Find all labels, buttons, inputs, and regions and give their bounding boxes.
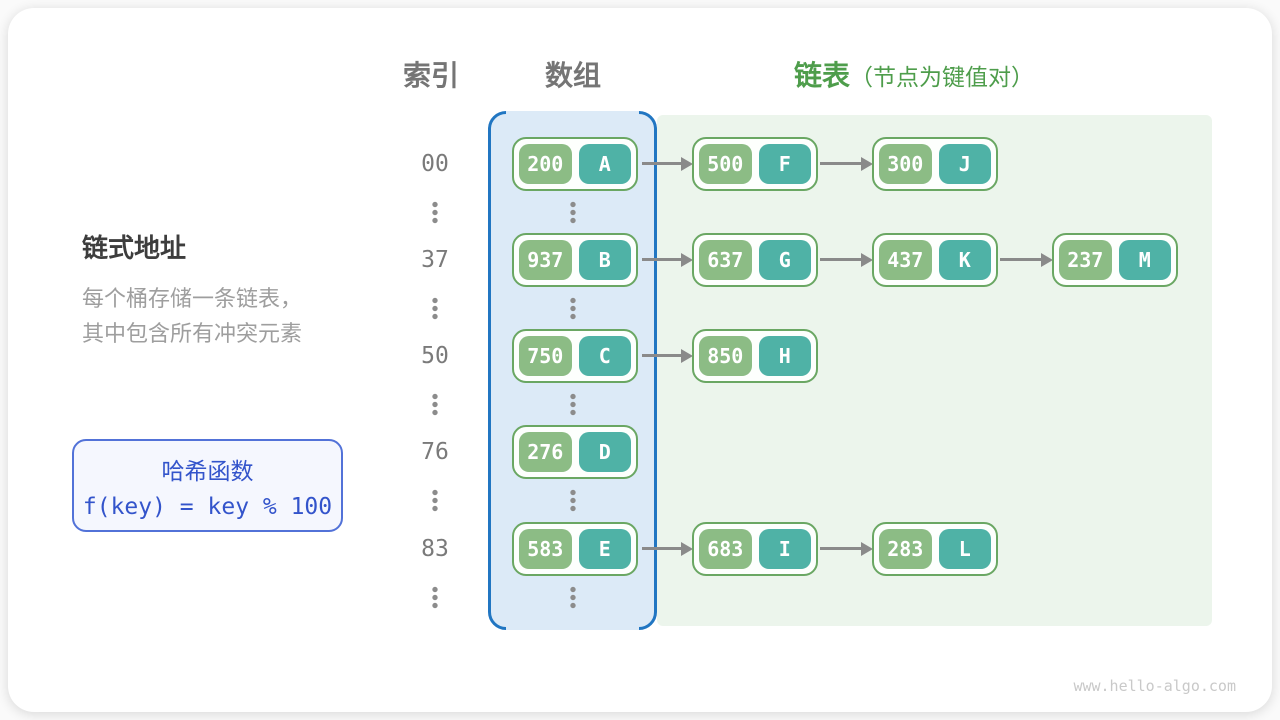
node-key: 276: [519, 432, 572, 472]
chain-node: 637 G: [692, 233, 818, 287]
bucket-node: 583 E: [512, 522, 638, 576]
node-key: 437: [879, 240, 932, 280]
ellipsis-icon: [432, 586, 438, 609]
ellipsis-icon: [570, 297, 576, 320]
index-label: 37: [421, 247, 449, 273]
hash-function-box: 哈希函数 f(key) = key % 100: [72, 439, 343, 532]
bucket-node: 750 C: [512, 329, 638, 383]
node-value: E: [578, 529, 631, 569]
array-region-bottom-edge: [506, 627, 639, 630]
ellipsis-icon: [570, 586, 576, 609]
bucket-node: 200 A: [512, 137, 638, 191]
arrow-right-icon: [642, 354, 682, 357]
chain-node: 283 L: [872, 522, 998, 576]
chain-node: 850 H: [692, 329, 818, 383]
bucket-node: 276 D: [512, 425, 638, 479]
node-key: 637: [699, 240, 752, 280]
arrow-right-icon: [642, 258, 682, 261]
list-header-label: 链表: [794, 60, 851, 91]
arrow-right-icon: [820, 162, 862, 165]
node-value: F: [758, 144, 811, 184]
ellipsis-icon: [432, 489, 438, 512]
node-key: 283: [879, 529, 932, 569]
node-value: J: [938, 144, 991, 184]
chain-node: 683 I: [692, 522, 818, 576]
ellipsis-icon: [570, 201, 576, 224]
ellipsis-icon: [570, 393, 576, 416]
section-description-line1: 每个桶存储一条链表，: [82, 286, 303, 311]
node-key: 237: [1059, 240, 1112, 280]
chain-node: 237 M: [1052, 233, 1178, 287]
node-key: 300: [879, 144, 932, 184]
arrow-right-icon: [820, 547, 862, 550]
hash-function-formula: f(key) = key % 100: [82, 493, 333, 520]
arrow-right-icon: [642, 547, 682, 550]
chain-node: 437 K: [872, 233, 998, 287]
arrow-right-icon: [1000, 258, 1042, 261]
node-key: 683: [699, 529, 752, 569]
index-label: 50: [421, 343, 449, 369]
node-key: 750: [519, 336, 572, 376]
section-description-line2: 其中包含所有冲突元素: [82, 321, 303, 346]
ellipsis-icon: [432, 393, 438, 416]
hash-function-title: 哈希函数: [161, 457, 254, 484]
node-value: G: [758, 240, 811, 280]
index-label: 76: [421, 439, 449, 465]
arrow-right-icon: [820, 258, 862, 261]
node-value: A: [578, 144, 631, 184]
node-value: L: [938, 529, 991, 569]
node-value: D: [578, 432, 631, 472]
node-value: B: [578, 240, 631, 280]
node-key: 583: [519, 529, 572, 569]
section-description: 每个桶存储一条链表， 其中包含所有冲突元素: [82, 281, 302, 351]
node-value: M: [1118, 240, 1171, 280]
node-key: 850: [699, 336, 752, 376]
node-value: C: [578, 336, 631, 376]
index-label: 00: [421, 151, 449, 177]
chain-node: 500 F: [692, 137, 818, 191]
node-value: H: [758, 336, 811, 376]
section-title: 链式地址: [82, 233, 187, 263]
array-column-header: 数组: [544, 60, 601, 91]
list-header-note: （节点为键值对）: [850, 64, 1035, 90]
bucket-node: 937 B: [512, 233, 638, 287]
node-key: 200: [519, 144, 572, 184]
array-region-top-edge: [506, 111, 639, 114]
index-column-header: 索引: [402, 60, 459, 91]
node-value: I: [758, 529, 811, 569]
ellipsis-icon: [432, 201, 438, 224]
index-label: 83: [421, 536, 449, 562]
node-value: K: [938, 240, 991, 280]
node-key: 500: [699, 144, 752, 184]
ellipsis-icon: [432, 297, 438, 320]
list-column-header: 链表（节点为键值对）: [794, 54, 1034, 94]
node-key: 937: [519, 240, 572, 280]
watermark: www.hello-algo.com: [1073, 677, 1236, 695]
ellipsis-icon: [570, 489, 576, 512]
chain-node: 300 J: [872, 137, 998, 191]
arrow-right-icon: [642, 162, 682, 165]
